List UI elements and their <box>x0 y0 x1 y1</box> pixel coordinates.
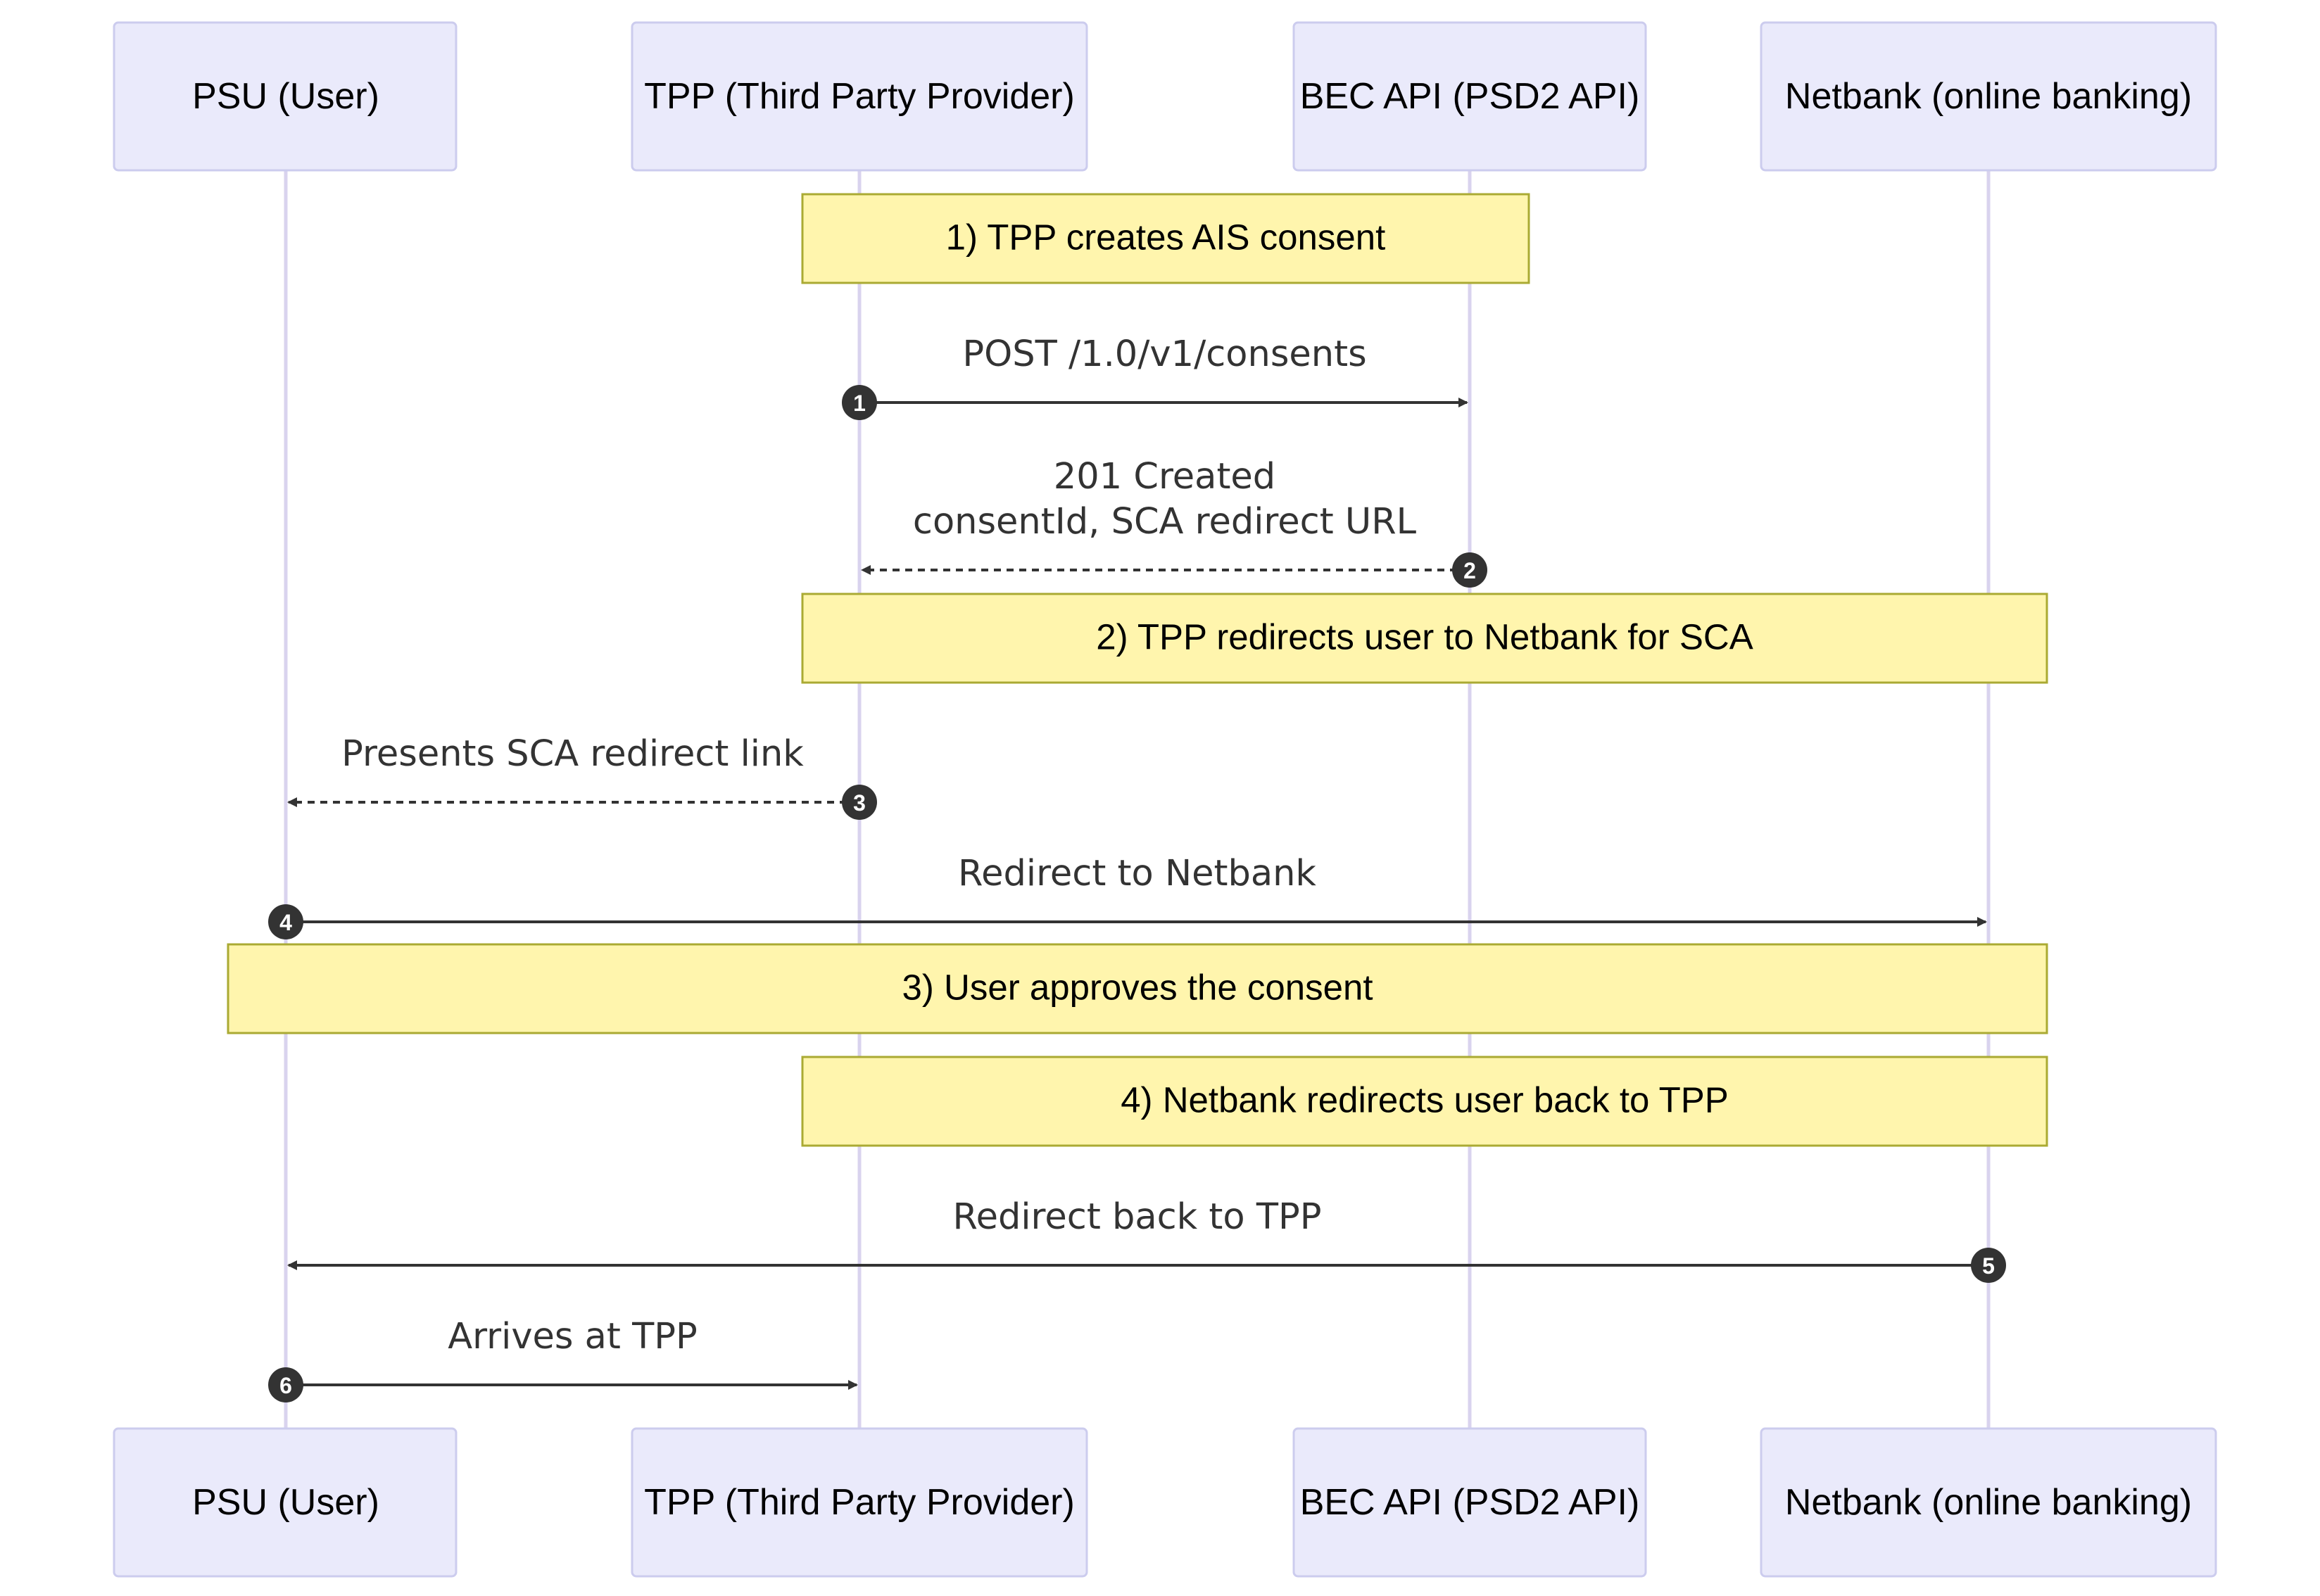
message-6: 6 Arrives at TPP <box>268 1316 858 1402</box>
actor-box <box>1760 21 2217 172</box>
sequence-number: 5 <box>1982 1253 1995 1279</box>
message-label: Redirect back to TPP <box>952 1196 1321 1238</box>
actor-netbank-bottom: Netbank (online banking) <box>1760 1427 2217 1578</box>
note-box <box>801 593 2048 684</box>
actor-label: BEC API (PSD2 API) <box>1300 1482 1640 1523</box>
actor-bec-bottom: BEC API (PSD2 API) <box>1292 1427 1647 1578</box>
actor-bec-top: BEC API (PSD2 API) <box>1292 21 1647 172</box>
actor-box <box>1292 1427 1647 1578</box>
sequence-number-badge <box>1452 552 1487 588</box>
sequence-number: 6 <box>279 1373 292 1398</box>
actor-box <box>631 21 1088 172</box>
sequence-number-badge <box>842 785 877 820</box>
sequence-number: 4 <box>279 910 292 935</box>
actors-layer: PSU (User) PSU (User) TPP (Third Party Pro… <box>113 21 2217 1578</box>
note-0: 1) TPP creates AIS consent <box>801 193 1530 284</box>
note-text: 2) TPP redirects user to Netbank for SCA <box>1096 617 1753 657</box>
actor-label: BEC API (PSD2 API) <box>1300 76 1640 117</box>
actor-box <box>631 1427 1088 1578</box>
message-label: 201 Created <box>1054 456 1275 498</box>
sequence-number-badge <box>268 904 303 939</box>
actor-psu-top: PSU (User) <box>113 21 458 172</box>
message-label: POST /1.0/v1/consents <box>962 334 1366 375</box>
message-label: Redirect to Netbank <box>958 853 1316 894</box>
actor-box <box>1760 1427 2217 1578</box>
sequence-number-badge <box>1971 1248 2006 1283</box>
sequence-number: 1 <box>853 391 866 416</box>
note-text: 3) User approves the consent <box>902 968 1373 1008</box>
note-box <box>227 943 2048 1034</box>
note-text: 1) TPP creates AIS consent <box>946 217 1386 258</box>
sequence-number: 3 <box>853 790 866 816</box>
note-3: 2) TPP redirects user to Netbank for SCA <box>801 593 2048 684</box>
message-5: 5 Redirect back to TPP <box>287 1196 2006 1283</box>
sequence-number-badge <box>268 1367 303 1402</box>
actor-label: Netbank (online banking) <box>1785 1482 2192 1523</box>
sequence-number: 2 <box>1463 558 1476 583</box>
actor-box <box>113 21 458 172</box>
actor-tpp-bottom: TPP (Third Party Provider) <box>631 1427 1088 1578</box>
actor-label: PSU (User) <box>192 76 379 117</box>
sequence-number-badge <box>842 385 877 420</box>
actor-netbank-top: Netbank (online banking) <box>1760 21 2217 172</box>
actor-label: PSU (User) <box>192 1482 379 1523</box>
message-label: Presents SCA redirect link <box>341 733 804 775</box>
actor-tpp-top: TPP (Third Party Provider) <box>631 21 1088 172</box>
lifelines-layer <box>284 170 1991 1429</box>
message-3: 3 Presents SCA redirect link <box>287 733 877 820</box>
note-6: 3) User approves the consent <box>227 943 2048 1034</box>
message-label: Arrives at TPP <box>448 1316 698 1357</box>
actor-box <box>113 1427 458 1578</box>
actor-label: TPP (Third Party Provider) <box>644 76 1075 117</box>
note-box <box>801 193 1530 284</box>
note-box <box>801 1056 2048 1147</box>
message-label: consentId, SCA redirect URL <box>913 501 1417 543</box>
steps-layer: 1) TPP creates AIS consent 1 POST /1.0/v1/… <box>227 193 2048 1402</box>
actor-box <box>1292 21 1647 172</box>
note-text: 4) Netbank redirects user back to TPP <box>1121 1080 1729 1120</box>
actor-label: Netbank (online banking) <box>1785 76 2192 117</box>
message-1: 1 POST /1.0/v1/consents <box>842 334 1468 420</box>
actor-label: TPP (Third Party Provider) <box>644 1482 1075 1523</box>
actor-psu-bottom: PSU (User) <box>113 1427 458 1578</box>
note-7: 4) Netbank redirects user back to TPP <box>801 1056 2048 1147</box>
message-4: 4 Redirect to Netbank <box>268 853 1987 939</box>
